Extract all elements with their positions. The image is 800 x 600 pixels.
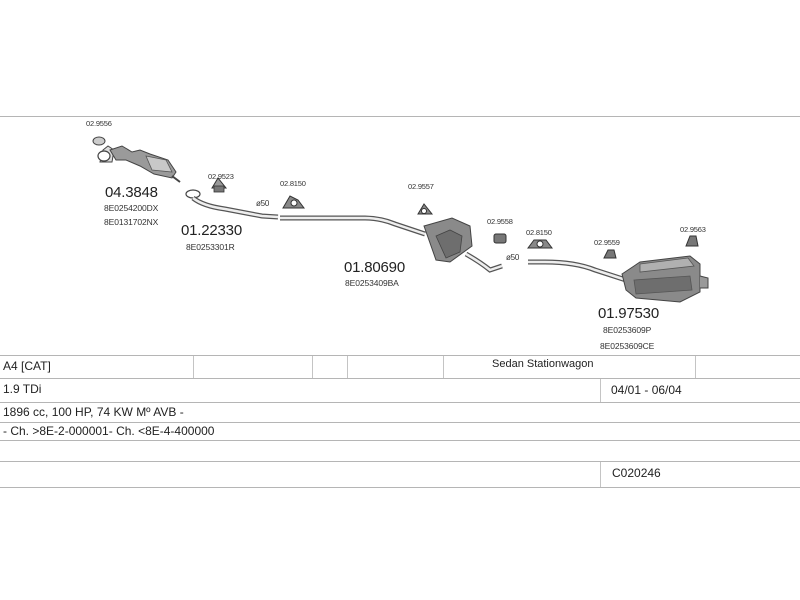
accessory-number: 02.9557 (408, 182, 434, 191)
part-number-rear-silencer[interactable]: 01.97530 (598, 305, 659, 322)
oem-reference: 8E0253609P (603, 325, 652, 335)
accessory-number: 02.8150 (526, 228, 552, 237)
row-rule-4 (0, 440, 800, 441)
part-number-front-pipe[interactable]: 04.3848 (105, 184, 158, 201)
row-rule-1 (0, 378, 800, 379)
rear-silencer[interactable] (528, 255, 709, 303)
row-rule-2 (0, 402, 800, 403)
table-top-rule (0, 355, 800, 356)
frame-bottom-rule (0, 487, 800, 488)
catalogue-code: C020246 (612, 466, 661, 480)
gasket-icon (92, 136, 106, 146)
col-sep-2 (312, 356, 313, 378)
body-types: Sedan Stationwagon (492, 358, 594, 370)
front-pipe-catalyst[interactable] (97, 145, 181, 183)
clamp-icon (211, 177, 228, 193)
oem-reference: 8E0253409BA (345, 278, 399, 288)
oem-reference: 8E0253301R (186, 242, 235, 252)
clamp-icon (493, 233, 507, 244)
diameter-label: ø50 (506, 253, 520, 262)
accessory-number: 02.9558 (487, 217, 513, 226)
chassis-range: - Ch. >8E-2-000001- Ch. <8E-4-400000 (3, 424, 215, 438)
hanger-icon (603, 249, 617, 259)
oem-reference: 8E0253609CE (600, 341, 655, 351)
col-sep-5 (695, 356, 696, 378)
accessory-number: 02.9559 (594, 238, 620, 247)
middle-silencer[interactable] (280, 215, 503, 273)
row-rule-5 (0, 461, 800, 462)
col-sep-3 (347, 356, 348, 378)
accessory-number: 02.8150 (280, 179, 306, 188)
col-sep-4 (443, 356, 444, 378)
accessory-number: 02.9563 (680, 225, 706, 234)
intermediate-pipe[interactable] (185, 189, 279, 220)
hanger-icon (527, 239, 553, 249)
hanger-icon (282, 195, 305, 209)
row-rule-3 (0, 422, 800, 423)
diameter-label: ø50 (256, 199, 270, 208)
oem-reference: 8E0254200DX (104, 203, 159, 213)
col-sep-6 (600, 379, 601, 402)
engine-label: 1.9 TDi (3, 382, 42, 396)
part-number-intermediate-pipe[interactable]: 01.22330 (181, 222, 242, 239)
col-sep-1 (193, 356, 194, 378)
production-years: 04/01 - 06/04 (611, 383, 682, 397)
exhaust-diagram (92, 136, 709, 303)
vehicle-model: A4 [CAT] (3, 359, 51, 373)
accessory-number: 02.9523 (208, 172, 234, 181)
accessory-number: 02.9556 (86, 119, 112, 128)
hanger-icon (685, 235, 699, 247)
frame-top-rule (0, 116, 800, 117)
oem-reference: 8E0131702NX (104, 217, 159, 227)
hanger-icon (417, 203, 434, 215)
part-number-middle-silencer[interactable]: 01.80690 (344, 259, 405, 276)
engine-specs: 1896 cc, 100 HP, 74 KW Mº AVB - (3, 405, 184, 419)
col-sep-7 (600, 462, 601, 487)
